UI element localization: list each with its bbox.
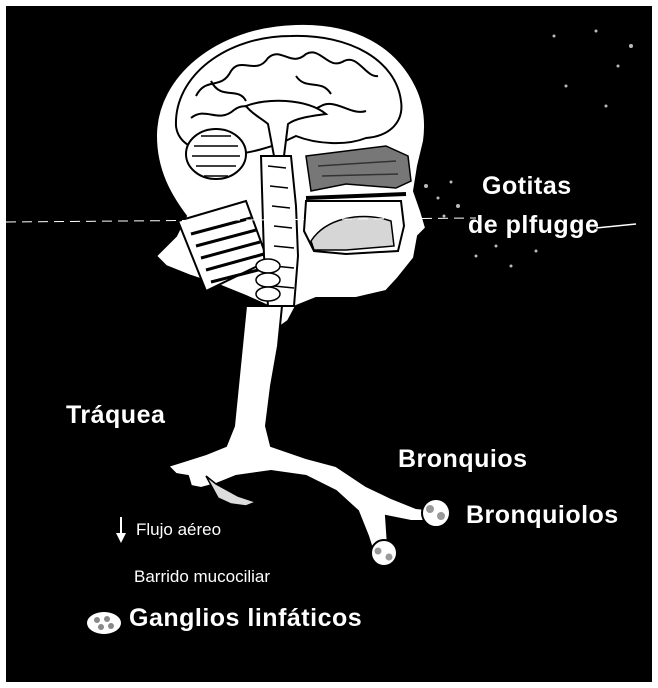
legend-barrido-mucociliar: Barrido mucociliar — [134, 568, 270, 585]
label-traquea: Tráquea — [66, 403, 165, 428]
bronchiole-cluster — [422, 499, 450, 527]
alveoli-cluster — [371, 540, 397, 566]
label-gotitas-line1: Gotitas — [482, 174, 572, 199]
legend-flujo-aereo: Flujo aéreo — [136, 521, 221, 538]
down-arrow-icon — [114, 515, 128, 545]
lymph-node-icon — [85, 610, 123, 636]
larynx — [256, 259, 280, 301]
label-bronquios: Bronquios — [398, 447, 528, 472]
cerebellum — [186, 129, 246, 179]
respiratory-tract-illustration — [6, 6, 652, 682]
legend-ganglios-linfaticos: Ganglios linfáticos — [129, 606, 362, 631]
label-bronquiolos: Bronquiolos — [466, 503, 619, 528]
diagram-panel: Gotitas de plfugge Tráquea Bronquios Bro… — [6, 6, 652, 682]
label-gotitas-line2: de plfugge — [468, 213, 599, 238]
